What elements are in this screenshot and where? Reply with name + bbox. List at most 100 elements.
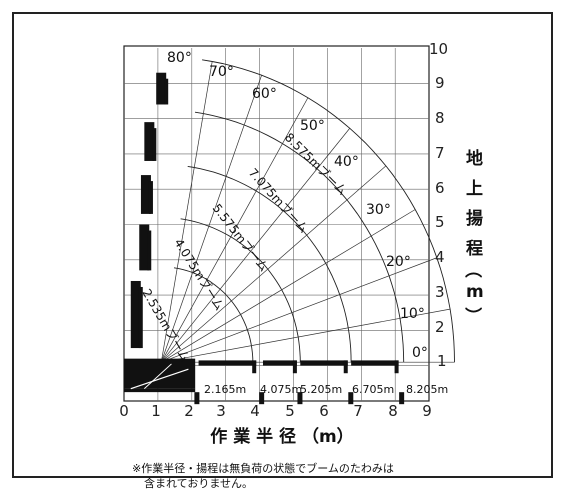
hook-marker: [297, 392, 303, 405]
hook-marker: [194, 392, 200, 405]
boom-arcs: [173, 59, 455, 363]
angle-ray: [160, 75, 262, 363]
boom-hook-line: [152, 128, 157, 161]
angle-label-30: 30°: [366, 202, 391, 218]
boom-horizontal-segment: [262, 360, 297, 366]
y-title-char-1: 地: [466, 148, 483, 169]
x-tick-3: 3: [216, 402, 226, 420]
y-title-char-7: ）: [462, 307, 483, 324]
x-tick-7: 7: [353, 402, 363, 420]
y-title-char-2: 上: [466, 179, 483, 199]
boom-hook-line: [164, 78, 169, 105]
footnote-line-1: ※作業半径・揚程は無負荷の状態でブームのたわみは: [132, 462, 394, 475]
boom-reach-arc: [194, 111, 405, 363]
radius-labels: 2.165m 4.075m 5.205m 6.705m 8.205m: [204, 383, 448, 396]
angle-label-70: 70°: [209, 64, 234, 80]
boom-hook-block: [394, 360, 399, 374]
angle-label-50: 50°: [300, 118, 325, 134]
angle-ray: [161, 165, 387, 363]
angle-ray: [160, 61, 213, 363]
x-tick-0: 0: [119, 402, 129, 420]
y-tick-5: 5: [435, 213, 445, 231]
boom-hook-block: [252, 360, 257, 374]
boom-vertical-segment: [140, 175, 151, 214]
angle-ray: [161, 209, 416, 363]
y-tick-8: 8: [435, 109, 445, 127]
angle-ray: [161, 128, 351, 363]
angle-label-20: 20°: [386, 254, 411, 270]
angle-label-40: 40°: [334, 154, 359, 170]
angle-label-60: 60°: [252, 86, 277, 102]
y-title-char-4: 程: [466, 239, 483, 259]
x-tick-4: 4: [250, 402, 260, 420]
angle-ray: [161, 257, 437, 363]
angle-ray: [161, 308, 451, 363]
boom-reach-arc: [187, 165, 352, 363]
y-tick-10: 10: [429, 40, 448, 58]
x-tick-1: 1: [151, 402, 161, 420]
y-tick-3: 3: [435, 283, 445, 301]
radius-label-5205: 5.205m: [300, 383, 342, 396]
hook-marker: [348, 392, 354, 405]
footnote: ※作業半径・揚程は無負荷の状態でブームのたわみは 含まれておりません。: [132, 461, 394, 491]
hook-marker: [399, 392, 405, 405]
boom-reach-arc: [202, 59, 455, 363]
y-tick-1: 1: [437, 352, 447, 370]
radius-label-2165: 2.165m: [204, 383, 246, 396]
radius-label-8205: 8.205m: [406, 383, 448, 396]
boom-hook-line: [148, 181, 153, 214]
y-tick-9: 9: [435, 74, 445, 92]
y-tick-4: 4: [435, 248, 445, 266]
angle-label-0: 0°: [412, 345, 428, 361]
crane-working-range-diagram: 0 1 2 3 4 5 6 7 8 9 1 2 3 4 5 6 7 8 9 10…: [119, 40, 484, 447]
boom-horizontal-segment: [300, 360, 348, 366]
boom-reach-arc: [180, 218, 301, 363]
y-title-char-3: 揚: [466, 209, 483, 229]
boom-label-7075: 7.075mブーム: [246, 165, 312, 236]
x-tick-2: 2: [184, 402, 194, 420]
boom-horizontal-segment: [198, 360, 257, 366]
boom-horizontal-segment: [351, 360, 399, 366]
boom-hook-block: [292, 360, 297, 374]
angle-label-80: 80°: [167, 50, 192, 66]
boom-vertical-segment: [130, 280, 141, 349]
x-tick-9: 9: [422, 402, 432, 420]
boom-vertical-segment: [139, 224, 150, 271]
boom-label-4075: 4.075mブーム: [171, 236, 227, 313]
x-tick-labels: 0 1 2 3 4 5 6 7 8 9: [119, 402, 432, 420]
y-tick-6: 6: [435, 179, 445, 197]
crane-base-strut: [144, 363, 172, 390]
hook-marker: [259, 392, 265, 405]
crane-base-body: [124, 358, 196, 389]
x-tick-8: 8: [388, 402, 398, 420]
diagram-frame: 0 1 2 3 4 5 6 7 8 9 1 2 3 4 5 6 7 8 9 10…: [12, 12, 553, 490]
plot-frame: [123, 45, 430, 402]
angle-labels: 0° 10° 20° 30° 40° 50° 60° 70° 80°: [167, 50, 428, 361]
angle-label-10: 10°: [400, 306, 425, 322]
y-tick-7: 7: [435, 144, 445, 162]
grid-lines: [124, 48, 430, 401]
crane-silhouettes: [124, 72, 405, 405]
footnote-line-2: 含まれておりません。: [144, 477, 254, 490]
y-title-char-5: （: [462, 261, 483, 278]
radius-label-6705: 6.705m: [352, 383, 394, 396]
y-tick-2: 2: [435, 318, 445, 336]
x-tick-5: 5: [285, 402, 295, 420]
boom-vertical-segment: [144, 122, 155, 161]
boom-labels: 2.535mブーム 4.075mブーム 5.575mブーム 7.075mブーム …: [139, 130, 350, 365]
x-axis-title: 作 業 半 径 （m）: [210, 426, 353, 447]
angle-ray: [160, 97, 309, 363]
y-axis-title: 地 上 揚 程 （ m ）: [462, 148, 484, 324]
boom-reach-arc: [173, 267, 254, 363]
boom-hook-line: [138, 286, 143, 349]
boom-hook-block: [343, 360, 348, 374]
x-tick-6: 6: [319, 402, 329, 420]
boom-vertical-segment: [156, 72, 167, 105]
boom-hook-line: [147, 230, 152, 271]
y-tick-labels: 1 2 3 4 5 6 7 8 9 10: [429, 40, 448, 370]
angle-rays: [160, 61, 455, 363]
y-title-char-6: m: [466, 282, 484, 302]
crane-base-strut: [130, 368, 189, 390]
radius-label-4075: 4.075m: [260, 383, 302, 396]
crane-base-frame: [124, 388, 196, 393]
